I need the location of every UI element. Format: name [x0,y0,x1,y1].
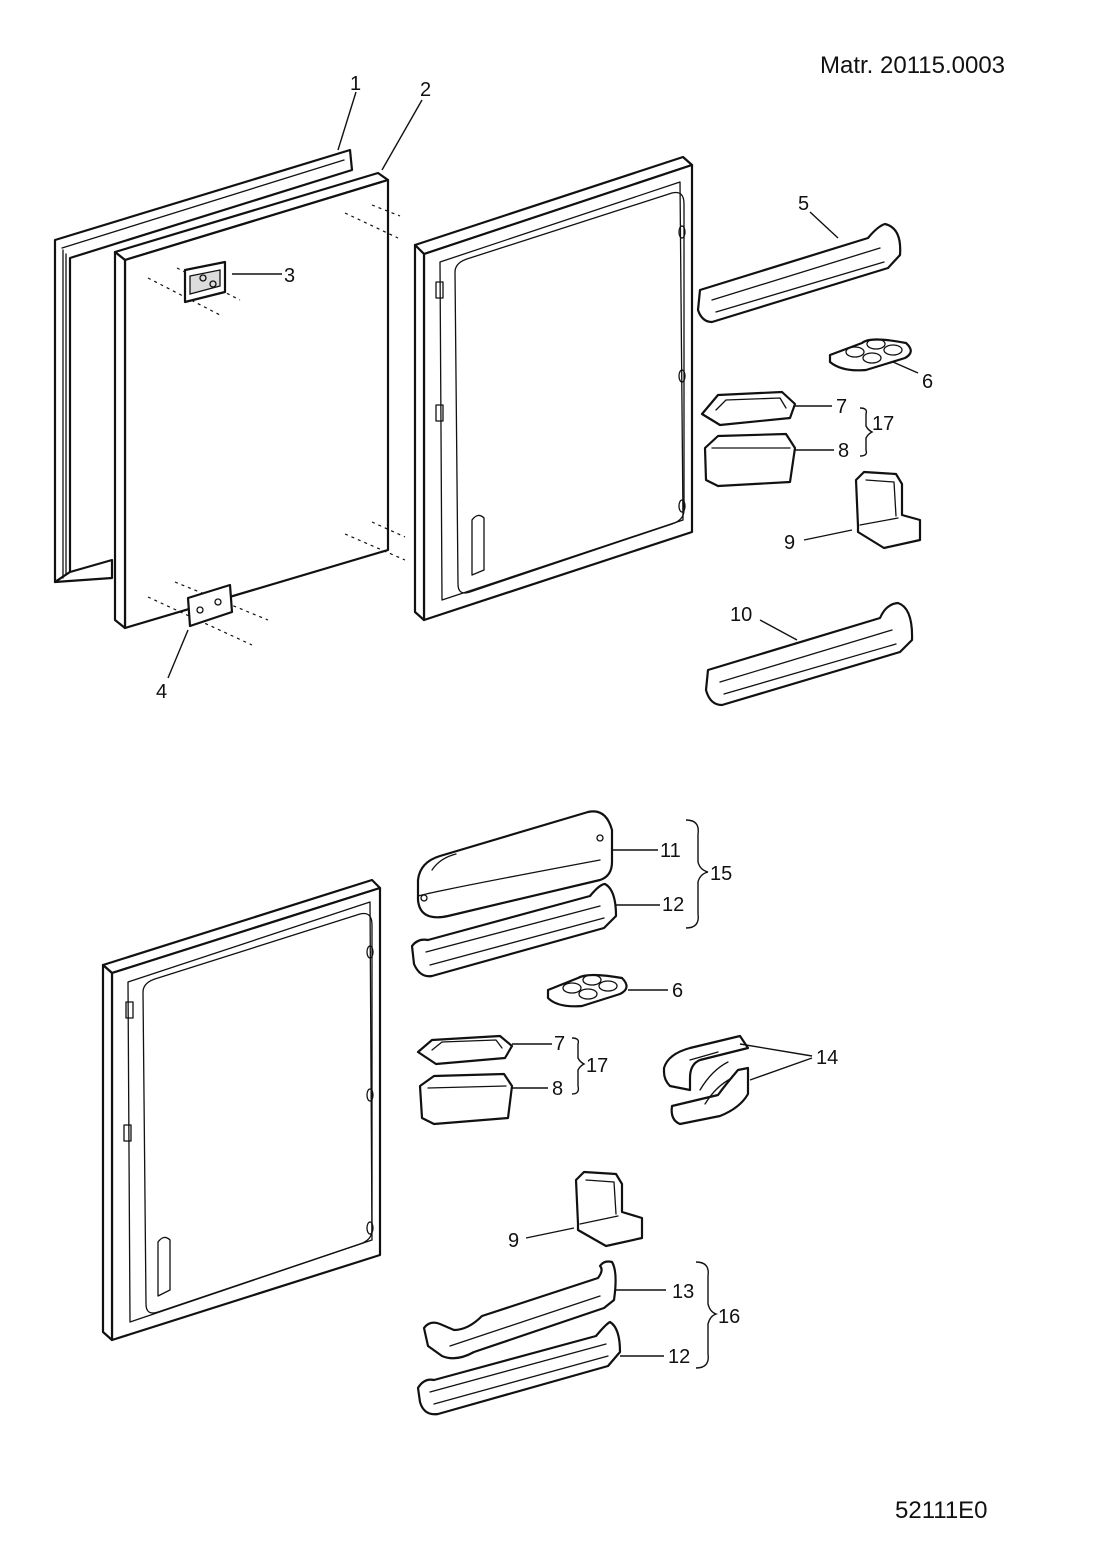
material-number: Matr. 20115.0003 [820,52,1005,79]
dairy-lid [416,810,658,919]
bottle-holder-bottom [525,1170,644,1248]
egg-tray-bottom [546,973,668,1008]
callout-8-top: 8 [838,440,849,462]
dairy-shelf-lower [416,1320,664,1416]
dairy-shelf-upper [410,882,660,978]
callout-7-bottom: 7 [554,1033,565,1055]
group-bracket-17-bottom [571,1037,586,1095]
drawing-code: 52111E0 [895,1497,988,1524]
bottle-divider [662,1034,813,1126]
callout-14: 14 [816,1047,838,1069]
callout-3: 3 [284,265,295,287]
callout-15: 15 [710,863,732,885]
door-shelf-bottom [704,601,914,707]
group-bracket-17-top [859,407,874,457]
lower-hinge [167,583,234,679]
outer-door-panel [113,171,406,646]
box-lid-bottom [416,1034,552,1066]
callout-7-top: 7 [836,396,847,418]
leader-2 [381,99,423,171]
callout-17-bottom: 17 [586,1055,608,1077]
callout-10: 10 [730,604,752,626]
leader-1 [337,91,357,151]
callout-5: 5 [798,193,809,215]
storage-box-bottom [418,1072,548,1126]
callout-6-top: 6 [922,371,933,393]
box-lid-top [700,390,832,427]
callout-4: 4 [156,681,167,703]
callout-17-top: 17 [872,413,894,435]
callout-8-bottom: 8 [552,1078,563,1100]
egg-tray-top [828,338,919,374]
inner-door-liner-top [413,155,694,622]
callout-11: 11 [660,840,681,862]
callout-1: 1 [350,73,361,95]
callout-6-bottom: 6 [672,980,683,1002]
callout-9-bottom: 9 [508,1230,519,1252]
group-bracket-15 [685,819,709,929]
callout-16: 16 [718,1306,740,1328]
bottle-holder-top [803,470,922,550]
callout-13: 13 [672,1281,694,1303]
storage-box-top [703,432,834,488]
callout-2: 2 [420,79,431,101]
shelf-rail [422,1260,666,1360]
door-shelf-top [696,211,902,324]
inner-door-liner-bottom [101,878,382,1342]
group-bracket-16 [695,1261,719,1369]
callout-12-lower: 12 [668,1346,690,1368]
upper-hinge [183,260,282,304]
callout-12-upper: 12 [662,894,684,916]
callout-9-top: 9 [784,532,795,554]
door-gasket [53,148,354,584]
